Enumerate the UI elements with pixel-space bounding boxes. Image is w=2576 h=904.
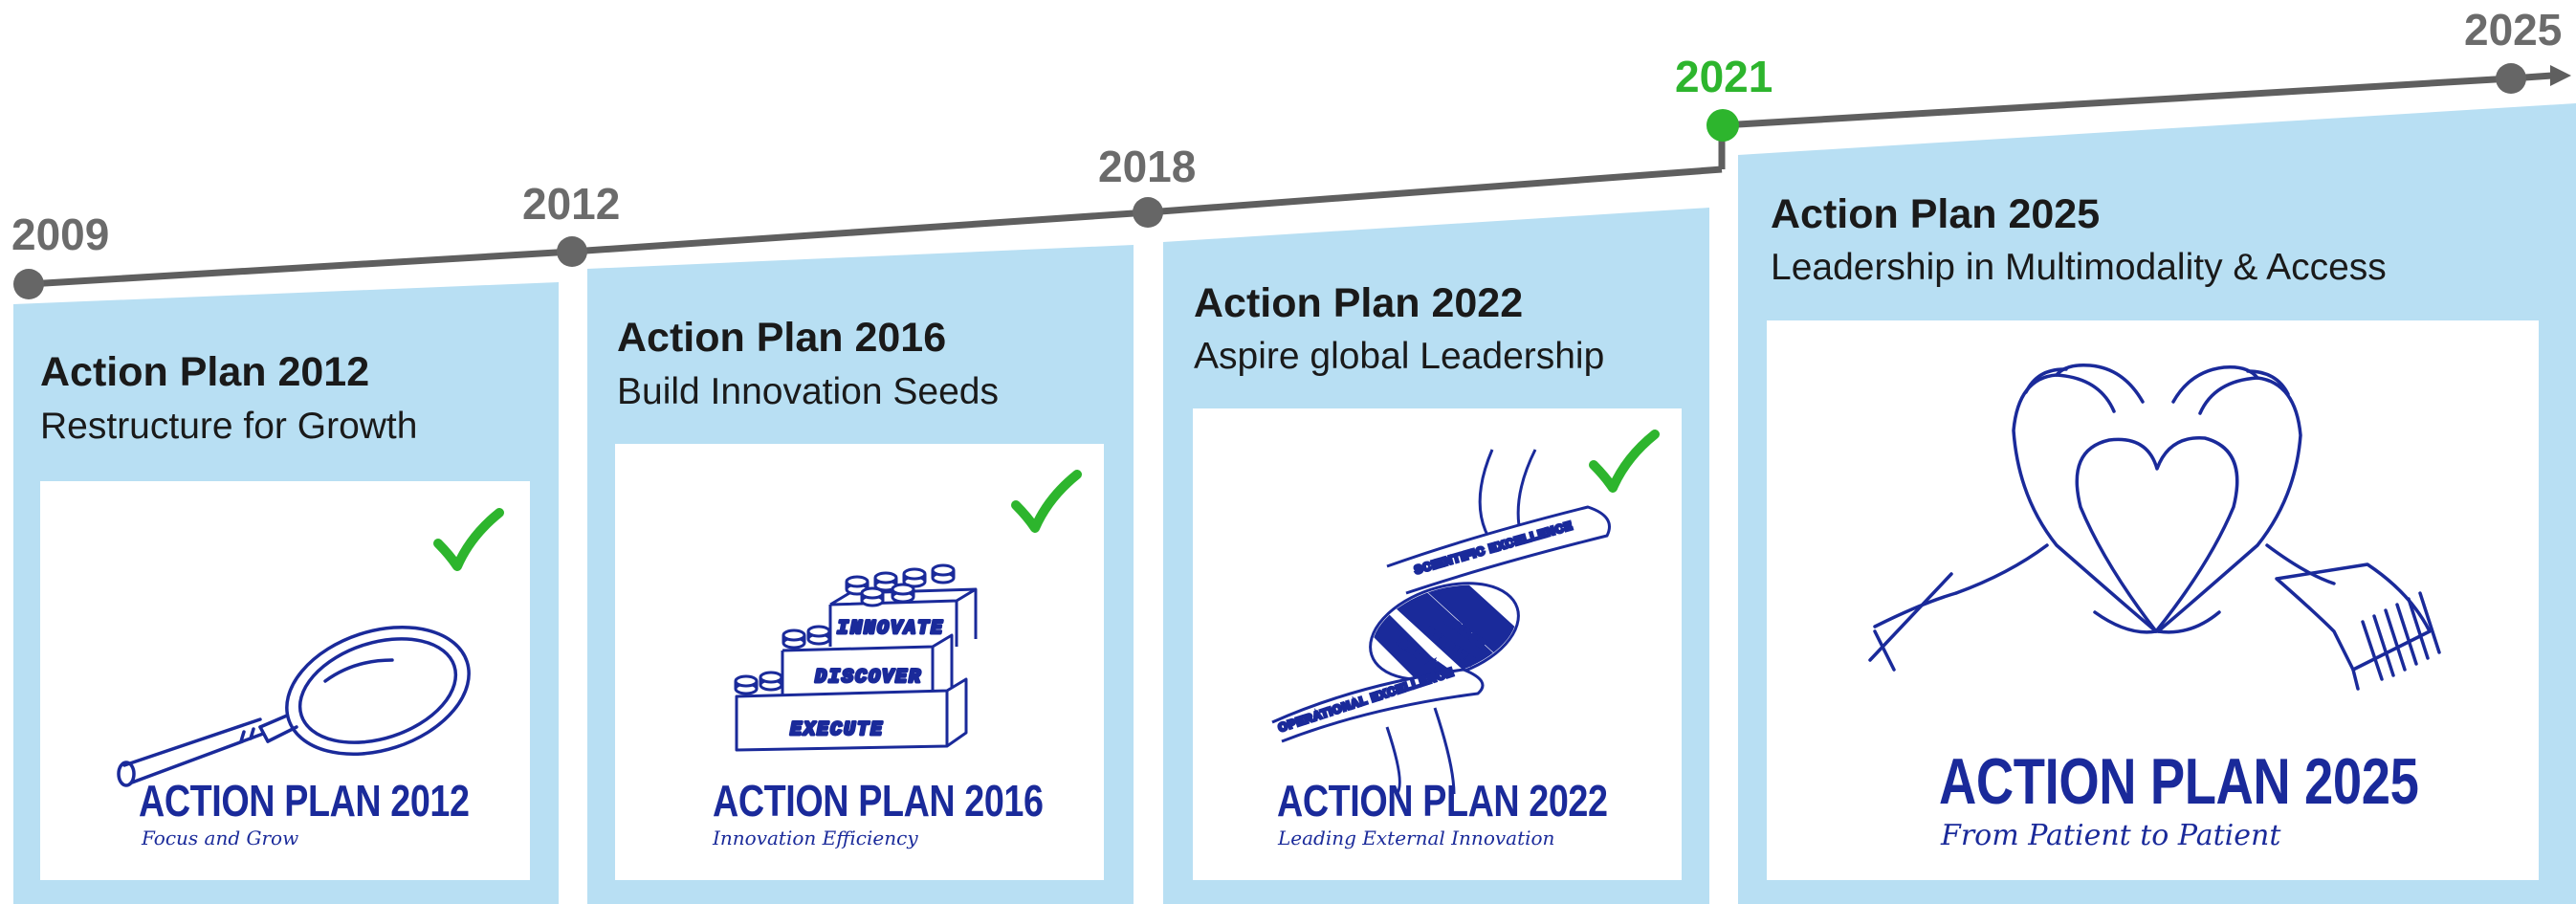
plan-title: Action Plan 2025: [1771, 191, 2101, 237]
heart-hands-icon: [1868, 363, 2441, 691]
plan-subtitle: Restructure for Growth: [40, 406, 418, 447]
checkmark-icon: [1589, 430, 1660, 493]
plan-subtitle: Leadership in Multimodality & Access: [1771, 247, 2387, 288]
stacked-bricks-icon: INNOVATE DISCOVER EXECUTE: [734, 563, 978, 752]
timeline-line: [28, 72, 2553, 288]
logo-subtitle: Leading External Innovation: [1278, 827, 1555, 849]
plan-title: Action Plan 2022: [1194, 280, 1524, 326]
year-label-2021: 2021: [1675, 52, 1773, 101]
brick-label: EXECUTE: [790, 719, 884, 741]
logo-subtitle: From Patient to Patient: [1941, 819, 2281, 852]
plan-subtitle: Aspire global Leadership: [1194, 336, 1605, 377]
timeline-dot-2021: [1706, 109, 1739, 142]
year-label-2025: 2025: [2464, 5, 2563, 55]
plan-title: Action Plan 2016: [617, 315, 947, 361]
logo-subtitle: Innovation Efficiency: [713, 827, 918, 849]
checkmark-icon: [1011, 470, 1082, 533]
year-label-2009: 2009: [11, 209, 110, 259]
logo-title: ACTION PLAN 2012: [139, 776, 470, 826]
magnifying-glass-icon: [117, 625, 471, 787]
year-label-2012: 2012: [522, 179, 621, 229]
logo-subtitle: Focus and Grow: [142, 827, 299, 849]
logo-title: ACTION PLAN 2022: [1277, 776, 1608, 826]
brick-label: DISCOVER: [815, 667, 922, 689]
year-label-2018: 2018: [1098, 142, 1197, 191]
checkmark-icon: [433, 508, 504, 571]
plan-subtitle: Build Innovation Seeds: [617, 371, 999, 412]
logo-title: ACTION PLAN 2016: [713, 776, 1044, 826]
brick-label: INNOVATE: [837, 618, 944, 640]
timeline-dot-2012: [557, 236, 587, 267]
timeline-arrow-icon: [2550, 65, 2571, 86]
timeline-dot-2025: [2496, 63, 2526, 94]
plan-title: Action Plan 2012: [40, 349, 370, 395]
logo-title: ACTION PLAN 2025: [1939, 745, 2419, 818]
timeline-dot-2018: [1133, 197, 1163, 228]
timeline-dot-2009: [13, 269, 44, 299]
